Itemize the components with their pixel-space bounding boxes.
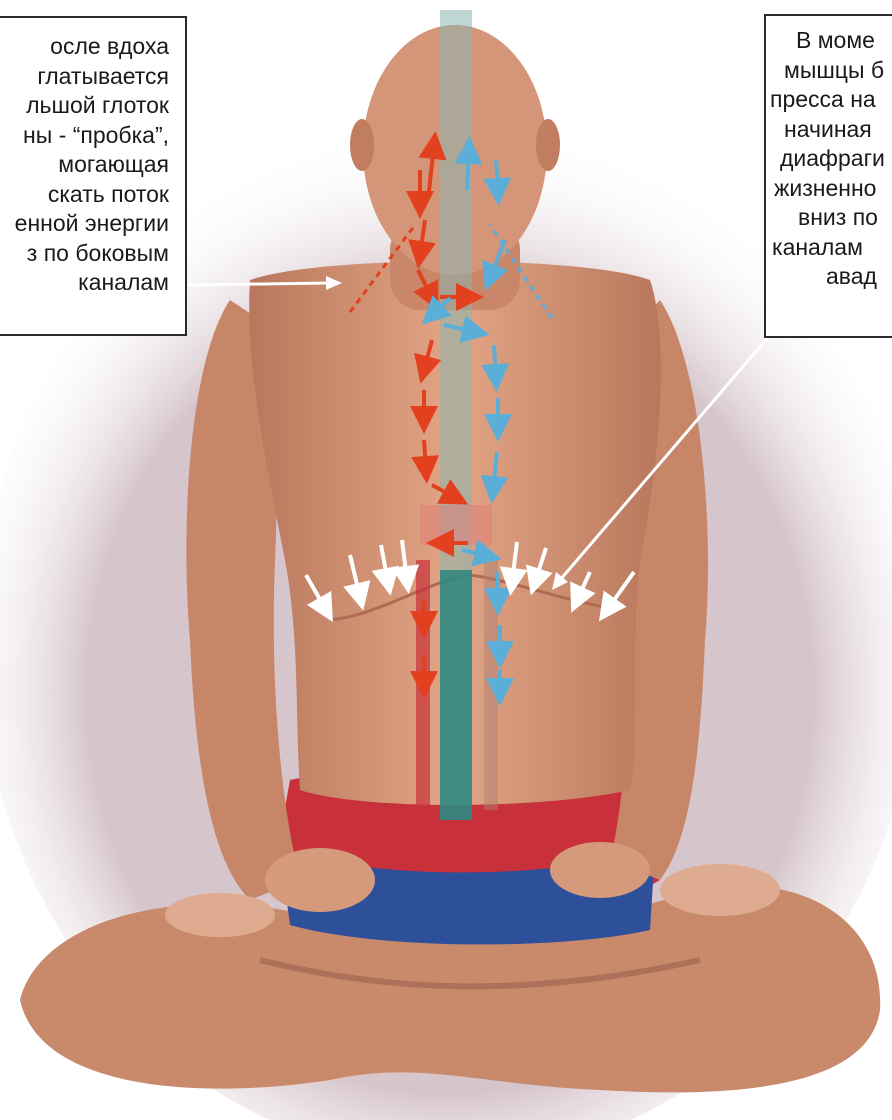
callout-left: осле вдоха глатывается льшой глоток ны -… <box>0 16 187 336</box>
left-foot <box>165 893 275 937</box>
callout-left-line: глатывается <box>0 62 185 92</box>
leader-line-left <box>188 283 330 285</box>
left-ear <box>350 119 374 171</box>
callout-right-line: жизненно <box>766 174 892 204</box>
callout-right-line: вниз по <box>766 203 892 233</box>
arrow-down-icon <box>494 345 496 378</box>
central-channel-lower <box>440 570 472 820</box>
arrow-up-icon <box>467 150 469 190</box>
callout-right-line: начиная <box>766 115 892 145</box>
callout-left-line: енной энергии <box>0 209 185 239</box>
callout-right-line: В моме <box>766 26 892 56</box>
central-channel-upper <box>440 10 472 570</box>
arrow-down-icon <box>424 440 426 470</box>
callout-right: В моме мышцы б пресса на начиная диафраг… <box>764 14 892 338</box>
callout-left-line: осле вдоха <box>0 32 185 62</box>
side-channel-right <box>484 560 498 810</box>
callout-left-line: могающая <box>0 150 185 180</box>
callout-right-line: диафраги <box>766 144 892 174</box>
callout-right-line: авад <box>766 262 892 292</box>
callout-right-line: каналам <box>766 233 892 263</box>
callout-left-line: скать поток <box>0 180 185 210</box>
right-ear <box>536 119 560 171</box>
left-hand <box>265 848 375 912</box>
right-foot <box>660 864 780 916</box>
callout-right-line: мышцы б <box>766 56 892 86</box>
callout-left-line: ны - “пробка”, <box>0 121 185 151</box>
callout-left-line: льшой глоток <box>0 91 185 121</box>
callout-right-line: пресса на <box>766 85 892 115</box>
arrow-down-icon <box>496 160 498 192</box>
diaphragm-band <box>420 505 492 545</box>
callout-left-line: з по боковым <box>0 239 185 269</box>
right-hand <box>550 842 650 898</box>
callout-left-line: каналам <box>0 268 185 298</box>
